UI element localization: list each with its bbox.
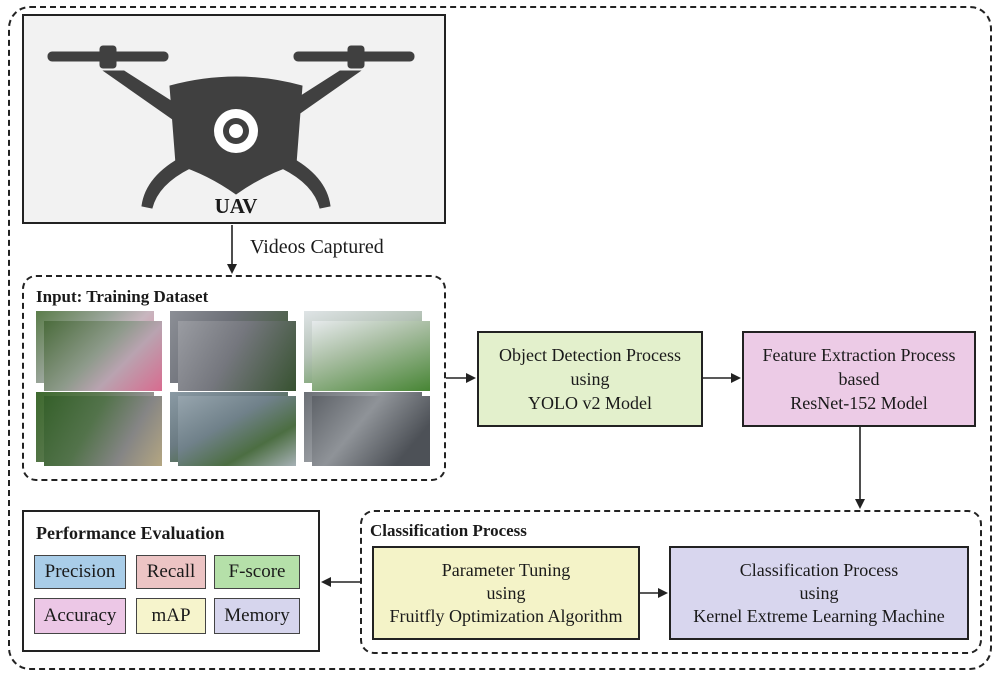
object-detection-box: Object Detection Process using YOLO v2 M…: [477, 331, 703, 427]
classification-group: [360, 510, 982, 654]
performance-evaluation-title: Performance Evaluation: [36, 523, 225, 543]
metric-recall: Recall: [136, 555, 206, 589]
metric-precision: Precision: [34, 555, 126, 589]
training-dataset-title: Input: Training Dataset: [36, 287, 209, 306]
feature-extraction-line2: based: [838, 369, 880, 389]
parameter-tuning-line2: using: [486, 582, 526, 603]
uav-label: UAV: [214, 194, 258, 218]
drone-icon: [47, 45, 415, 209]
feature-extraction-line1: Feature Extraction Process: [762, 345, 956, 365]
classifier-box: Classification Process using Kernel Extr…: [669, 546, 969, 640]
object-detection-line2: using: [570, 369, 610, 389]
classifier-line1: Classification Process: [739, 559, 899, 580]
parameter-tuning-line3: Fruitfly Optimization Algorithm: [389, 605, 623, 626]
parameter-tuning-line1: Parameter Tuning: [441, 559, 571, 580]
object-detection-line1: Object Detection Process: [499, 345, 681, 365]
feature-extraction-box: Feature Extraction Process based ResNet-…: [742, 331, 976, 427]
outer-frame: [8, 6, 992, 670]
performance-evaluation-box: [22, 510, 320, 652]
feature-extraction-line3: ResNet-152 Model: [790, 393, 928, 413]
videos-captured-label: Videos Captured: [250, 236, 384, 258]
metric-fscore: F-score: [214, 555, 300, 589]
metric-map: mAP: [136, 598, 206, 634]
training-dataset-group: [22, 275, 446, 481]
parameter-tuning-box: Parameter Tuning using Fruitfly Optimiza…: [372, 546, 640, 640]
metric-accuracy: Accuracy: [34, 598, 126, 634]
classification-group-title: Classification Process: [370, 521, 527, 540]
metric-memory: Memory: [214, 598, 300, 634]
uav-box: UAV: [22, 14, 446, 224]
object-detection-line3: YOLO v2 Model: [528, 393, 652, 413]
classifier-line3: Kernel Extreme Learning Machine: [693, 605, 945, 626]
classifier-line2: using: [799, 582, 839, 603]
